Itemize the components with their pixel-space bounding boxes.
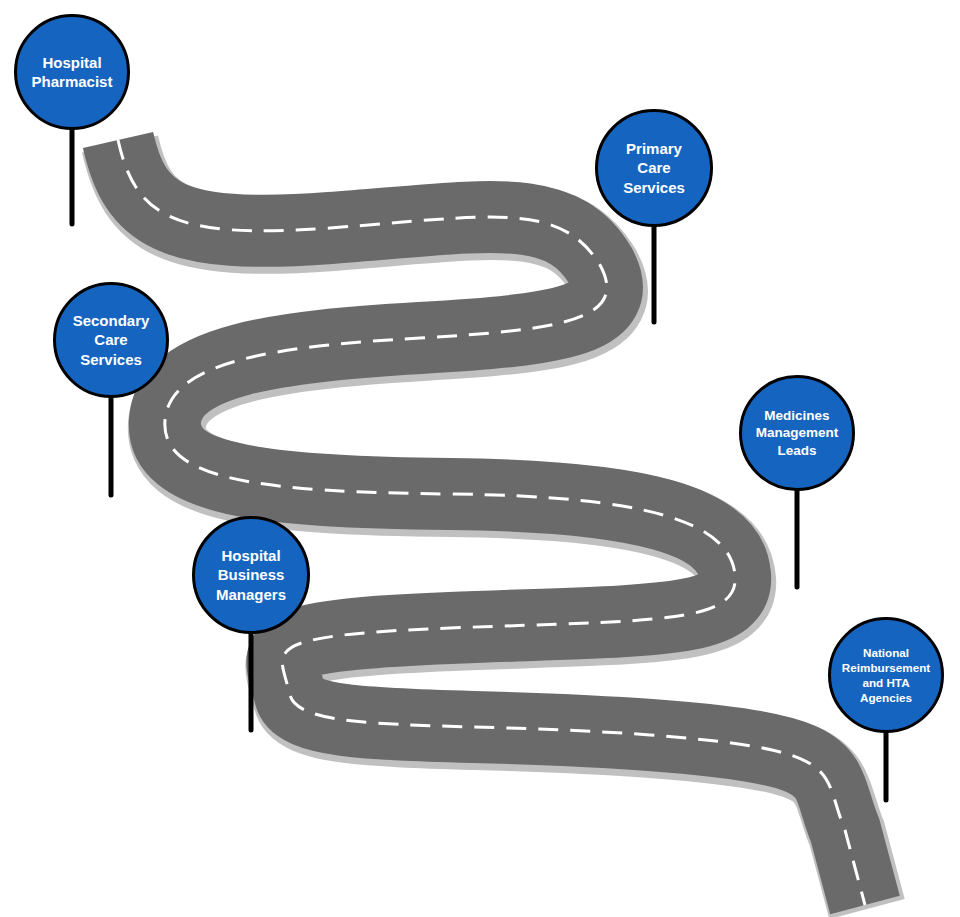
sign-label: Medicines Management Leads	[752, 407, 842, 460]
sign-label: Secondary Care Services	[66, 311, 156, 370]
sign-disc	[830, 619, 943, 732]
sign-disc	[55, 284, 168, 397]
sign-circle: National Reimbursement and HTA Agencies	[828, 617, 944, 733]
sign-pole	[652, 222, 657, 322]
sign-circle: Hospital Pharmacist	[14, 14, 130, 130]
sign-circle: Medicines Management Leads	[739, 375, 855, 491]
sign-pole	[884, 730, 889, 800]
sign-poles	[72, 125, 886, 800]
sign-disc	[194, 518, 309, 633]
sign-circle: Secondary Care Services	[53, 282, 169, 398]
sign-pole	[109, 395, 114, 495]
sign-label: Hospital Pharmacist	[27, 53, 117, 92]
sign-pole	[70, 125, 75, 224]
sign-circle: Primary Care Services	[595, 109, 713, 227]
sign-pole	[249, 630, 254, 730]
sign-circle: Hospital Business Managers	[192, 516, 310, 634]
sign-label: Primary Care Services	[608, 139, 700, 198]
sign-label: National Reimbursement and HTA Agencies	[841, 645, 931, 706]
road-centerline	[118, 140, 865, 905]
sign-outline	[14, 14, 130, 130]
sign-disc	[741, 377, 854, 490]
sign-label: Hospital Business Managers	[205, 546, 297, 605]
road	[118, 140, 865, 905]
sign-outline	[828, 617, 944, 733]
sign-pole	[795, 488, 800, 587]
sign-disc	[16, 16, 129, 129]
sign-disc	[597, 111, 712, 226]
